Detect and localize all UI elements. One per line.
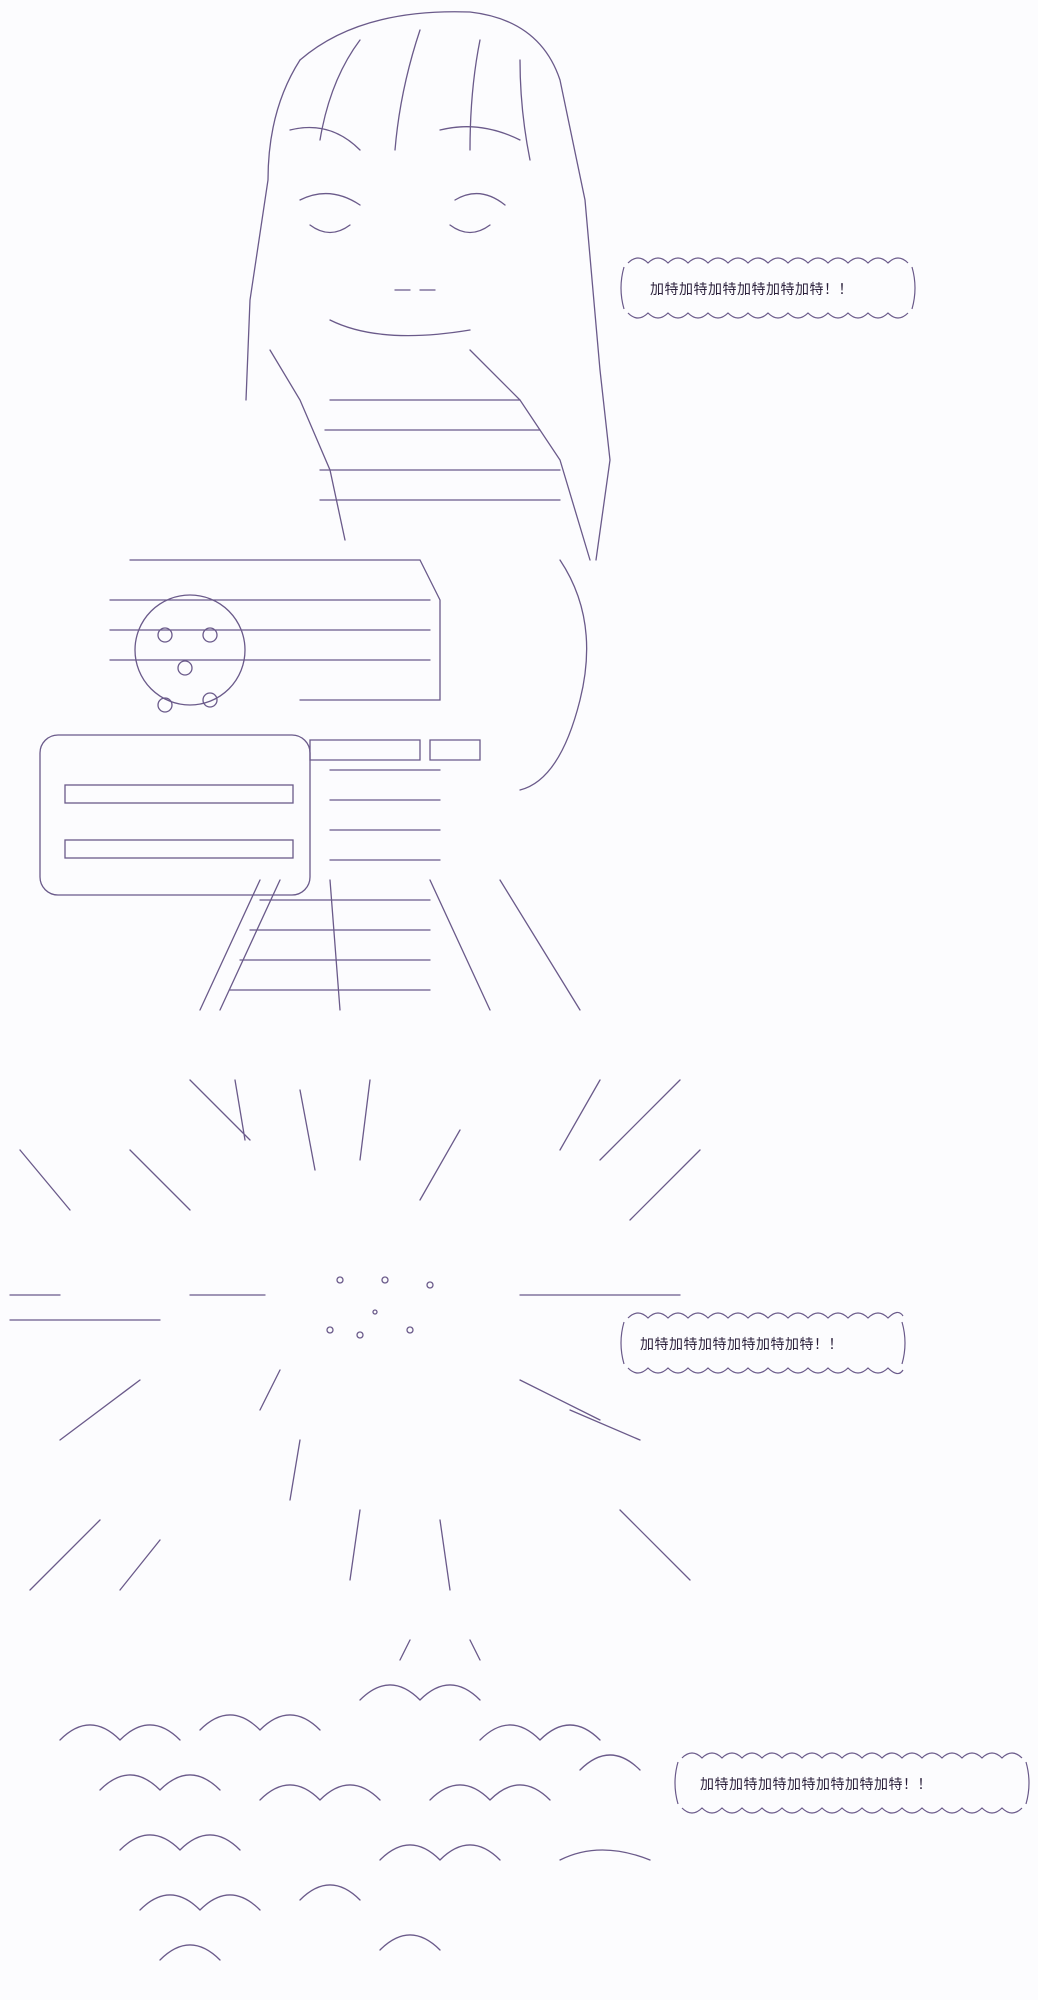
speech-bubble-border — [620, 257, 916, 319]
speech-bubble-border — [620, 1311, 906, 1375]
explosion-clusters — [59, 1639, 651, 1961]
speech-bubble: 加特加特加特加特加特加特加特！！ — [672, 1740, 1032, 1826]
gun-drawing — [39, 559, 481, 896]
speech-bubble: 加特加特加特加特加特加特！！ — [618, 245, 918, 331]
girl-figure — [199, 11, 611, 1011]
speech-bubble-border — [674, 1752, 1030, 1814]
bubble-text: 加特加特加特加特加特加特加特！！ — [700, 1777, 932, 1793]
speech-bubble: 加特加特加特加特加特加特！！ — [618, 1300, 908, 1386]
burst-lines — [9, 1079, 701, 1591]
bubble-text: 加特加特加特加特加特加特！！ — [640, 1337, 843, 1353]
bubble-text: 加特加特加特加特加特加特！！ — [650, 282, 853, 298]
